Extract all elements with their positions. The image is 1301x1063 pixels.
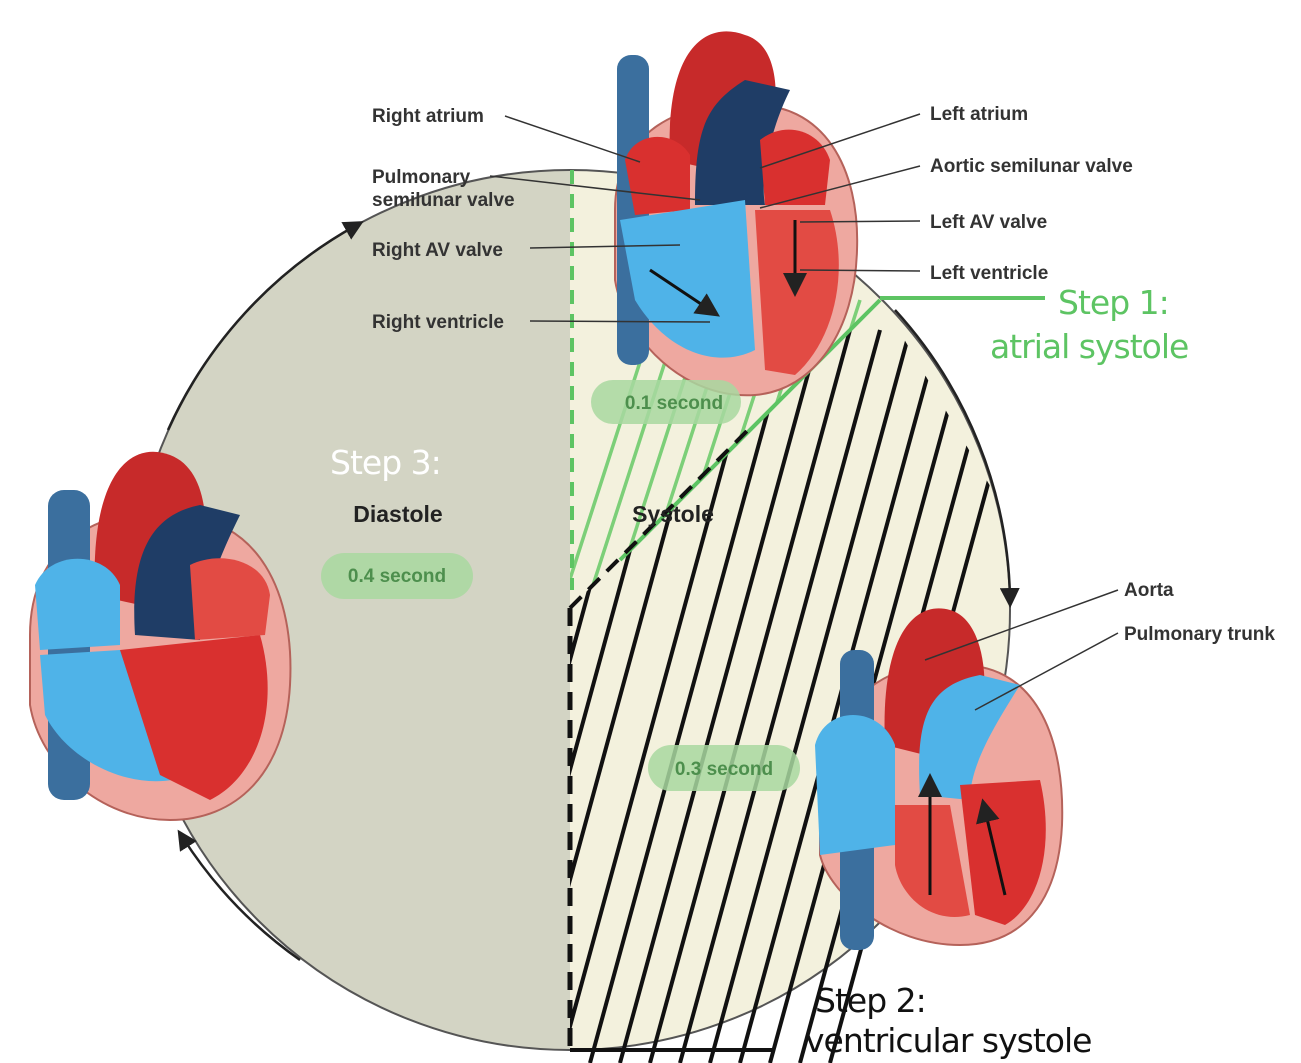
flow-arrow-icon	[976, 798, 1007, 896]
duration-pill-ventricular: 0.3 second	[648, 745, 800, 791]
label-pulmonary-valve-line1: Pulmonary	[372, 167, 471, 188]
label-aortic-valve: Aortic semilunar valve	[930, 156, 1133, 177]
pulmonary-trunk-icon	[695, 80, 790, 205]
annotation-step2-line2: ventricular systole	[805, 1021, 1091, 1060]
svg-text:0.4 second: 0.4 second	[348, 566, 446, 587]
diastole-sector	[130, 170, 570, 1050]
arrow-back-to-diastole	[177, 829, 301, 962]
annotation-step1-line1: Step 1:	[1058, 283, 1169, 322]
label-pulmonary-valve-line2: semilunar valve	[372, 190, 515, 211]
svg-text:0.3 second: 0.3 second	[675, 759, 773, 780]
arrow-to-diastole	[894, 309, 1020, 608]
label-right-ventricle: Right ventricle	[372, 312, 504, 333]
heart-atrial-systole	[614, 31, 859, 397]
label-pulmonary-trunk: Pulmonary trunk	[1124, 624, 1275, 645]
heart-ventricular-systole	[815, 608, 1064, 950]
label-right-av-valve: Right AV valve	[372, 240, 503, 261]
label-right-atrium: Right atrium	[372, 106, 484, 127]
annotation-step2-line1: Step 2:	[815, 981, 926, 1020]
duration-pill-atrial: 0.1 second	[591, 380, 741, 424]
svg-text:0.1 second: 0.1 second	[625, 393, 723, 414]
right-ventricle-icon	[620, 200, 755, 358]
left-atrium-icon	[190, 558, 270, 640]
right-ventricle-icon	[895, 805, 970, 917]
pulmonary-trunk-icon	[919, 675, 1020, 800]
pulmonary-trunk-icon	[134, 505, 240, 640]
label-left-atrium: Left atrium	[930, 104, 1028, 125]
annotation-step1-line2: atrial systole	[990, 327, 1188, 366]
duration-pill-diastole: 0.4 second	[321, 553, 473, 599]
systole-divider-dashed-diagonal	[568, 426, 752, 610]
right-atrium-icon	[625, 136, 690, 215]
annotation-step3: Step 3:	[330, 443, 441, 482]
flow-arrow-icon	[649, 268, 720, 317]
cycle-arrows	[166, 221, 1020, 962]
label-left-ventricle: Left ventricle	[930, 263, 1048, 284]
label-aorta: Aorta	[1124, 580, 1174, 601]
right-atrium-icon	[815, 715, 895, 855]
left-atrium-icon	[760, 129, 830, 205]
left-ventricle-icon	[120, 635, 268, 800]
phase-diastole: Diastole	[353, 501, 442, 527]
phase-systole: Systole	[632, 501, 714, 527]
heart-diastole	[29, 451, 292, 822]
leader-lines	[489, 113, 1119, 711]
arrow-to-systole	[166, 221, 364, 431]
right-atrium-icon	[35, 558, 120, 650]
label-left-av-valve: Left AV valve	[930, 212, 1047, 233]
